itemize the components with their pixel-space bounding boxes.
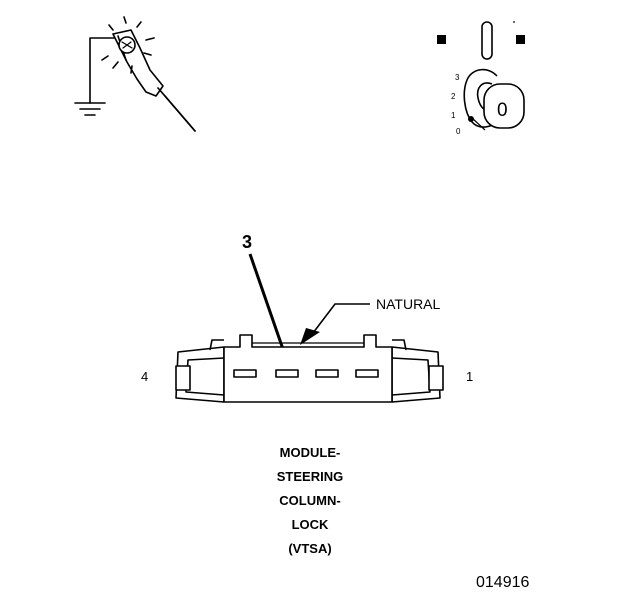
pin-number-right: 1 — [466, 369, 473, 384]
ignition-position-label: 3 — [455, 73, 460, 82]
component-title-line: (VTSA) — [288, 541, 331, 556]
component-title: MODULE- STEERING COLUMN- LOCK (VTSA) — [277, 445, 343, 556]
figure-id: 014916 — [476, 574, 529, 591]
connector — [175, 334, 444, 403]
callout-number: 3 — [242, 232, 252, 252]
component-title-line: STEERING — [277, 469, 343, 484]
ignition-position-label: 2 — [451, 92, 456, 101]
component-title-line: LOCK — [292, 517, 329, 532]
terminal-slot — [233, 369, 257, 378]
pin-number-left: 4 — [141, 369, 148, 384]
ignition-key-symbol: 0 — [497, 100, 508, 121]
terminal-slot — [315, 369, 339, 378]
ignition-position-label: 1 — [451, 111, 456, 120]
terminal-slot — [275, 369, 299, 378]
test-light-probe-icon — [74, 16, 196, 132]
ground-symbol-icon — [74, 102, 106, 116]
ignition-key-icon — [463, 68, 525, 131]
wire-color-leader — [300, 303, 370, 345]
component-title-line: COLUMN- — [279, 493, 340, 508]
ignition-position-label: 0 — [456, 127, 461, 136]
ignition-switch-icon — [437, 21, 525, 60]
component-title-line: MODULE- — [280, 445, 341, 460]
wire-color-label: NATURAL — [376, 296, 441, 312]
terminal-slot — [355, 369, 379, 378]
